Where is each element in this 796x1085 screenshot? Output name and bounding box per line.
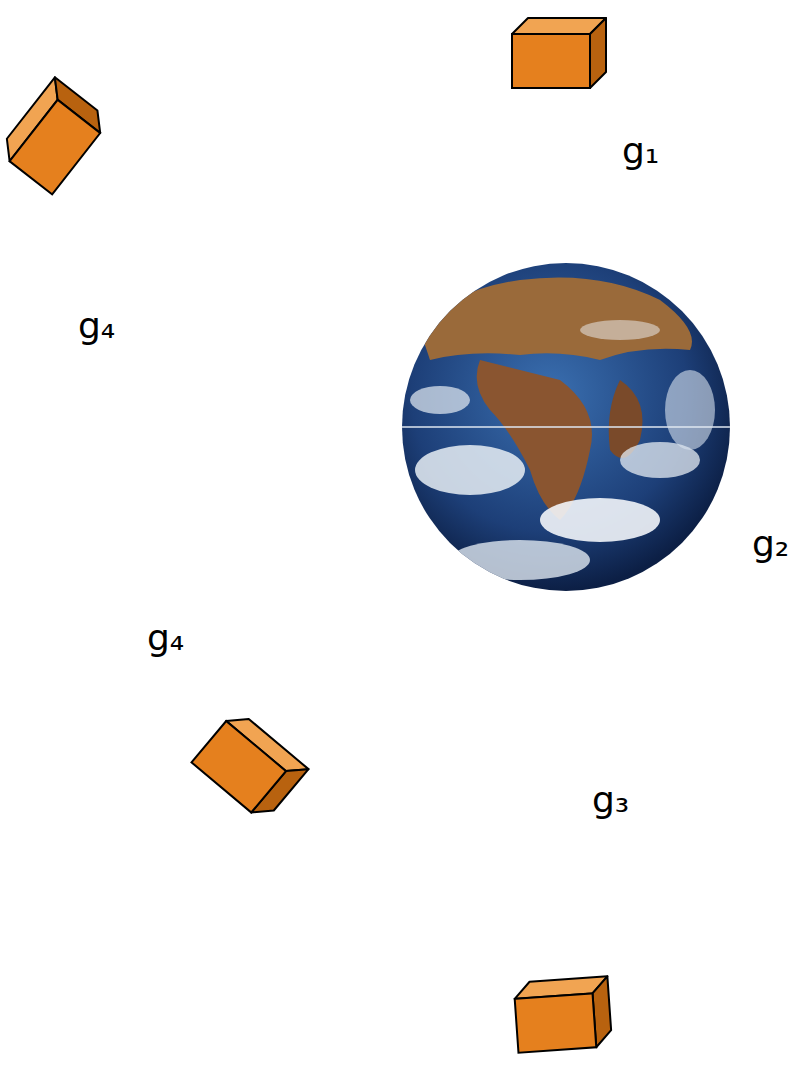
orange-box	[192, 709, 309, 823]
orange-box	[0, 77, 110, 194]
gravity-label: g₁	[622, 133, 659, 169]
gravity-label: g₄	[78, 308, 115, 344]
earth-globe	[402, 263, 730, 591]
orange-box	[512, 18, 606, 88]
gravity-label: g₄	[147, 620, 184, 656]
orange-box	[514, 976, 613, 1052]
gravity-label: g₂	[752, 526, 789, 562]
gravity-label: g₃	[592, 782, 629, 818]
